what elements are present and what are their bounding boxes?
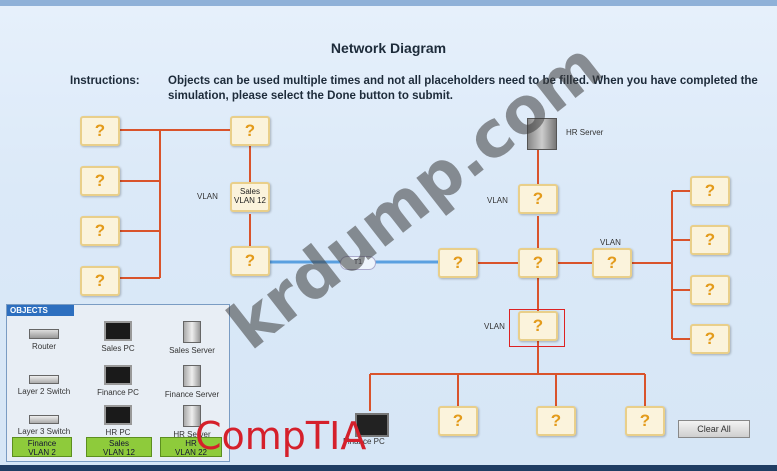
vlan-button-line1: Finance xyxy=(27,439,57,448)
vlan-label-right: VLAN xyxy=(600,238,621,247)
placeholder-left-2[interactable]: ? xyxy=(80,166,120,196)
connection-lines xyxy=(120,129,690,411)
placeholder-bottom-3[interactable]: ? xyxy=(625,406,665,436)
placeholder-center-right[interactable]: ? xyxy=(592,248,632,278)
switch-icon xyxy=(29,375,59,384)
object-hr-server[interactable]: HR Server xyxy=(157,405,227,439)
server-icon xyxy=(183,321,201,343)
placeholder-left-4[interactable]: ? xyxy=(80,266,120,296)
instructions-text: Objects can be used multiple times and n… xyxy=(168,75,758,102)
object-label: Layer 2 Switch xyxy=(17,387,71,396)
vlan-label-bottom: VLAN xyxy=(484,322,505,331)
placeholder-left-1[interactable]: ? xyxy=(80,116,120,146)
comptia-logo: CompTIA xyxy=(195,414,367,458)
placeholder-center-core[interactable]: ? xyxy=(518,248,558,278)
hr-server-icon xyxy=(527,118,557,150)
instructions-label: Instructions: xyxy=(70,75,140,87)
object-label: Sales PC xyxy=(101,344,135,353)
placeholder-center-top[interactable]: ? xyxy=(518,184,558,214)
vlan-button-line2: VLAN 2 xyxy=(28,448,56,457)
object-finance-pc[interactable]: Finance PC xyxy=(83,365,153,397)
server-icon xyxy=(183,405,201,427)
object-label: Finance Server xyxy=(164,390,220,399)
object-label: Finance PC xyxy=(97,388,139,397)
page-title: Network Diagram xyxy=(330,40,447,56)
placeholder-bottom-1[interactable]: ? xyxy=(438,406,478,436)
placeholder-bottom-2[interactable]: ? xyxy=(536,406,576,436)
vlan-label-top: VLAN xyxy=(487,196,508,205)
objects-palette: OBJECTS Router Sales PC Sales Server Lay… xyxy=(6,304,230,462)
placeholder-center-left[interactable]: ? xyxy=(438,248,478,278)
sales-vlan-box[interactable]: Sales VLAN 12 xyxy=(230,182,270,212)
pc-icon xyxy=(104,405,132,425)
object-layer2-switch[interactable]: Layer 2 Switch xyxy=(9,365,79,396)
object-hr-pc[interactable]: HR PC xyxy=(83,405,153,437)
pc-icon xyxy=(104,365,132,385)
object-label: Router xyxy=(31,342,56,351)
placeholder-right-2[interactable]: ? xyxy=(690,225,730,255)
hr-vlan-button[interactable]: HR VLAN 22 xyxy=(160,437,222,457)
pc-icon xyxy=(104,321,132,341)
sales-vlan-button[interactable]: Sales VLAN 12 xyxy=(86,437,152,457)
hr-server-label: HR Server xyxy=(566,128,604,137)
clear-all-button[interactable]: Clear All xyxy=(678,420,750,438)
wan-link: T1 xyxy=(340,256,376,270)
object-router[interactable]: Router xyxy=(9,321,79,351)
object-sales-server[interactable]: Sales Server xyxy=(157,321,227,355)
object-layer3-switch[interactable]: Layer 3 Switch xyxy=(9,405,79,436)
object-label: Layer 3 Switch xyxy=(17,427,71,436)
placeholder-right-1[interactable]: ? xyxy=(690,176,730,206)
selection-highlight xyxy=(509,309,565,347)
router-icon xyxy=(29,329,59,339)
object-label: HR PC xyxy=(105,428,131,437)
object-label: Sales Server xyxy=(169,346,215,355)
placeholder-left-3[interactable]: ? xyxy=(80,216,120,246)
finance-pc-label: Finance PC xyxy=(343,437,385,446)
object-label: HR Server xyxy=(173,430,211,439)
placeholder-left-top[interactable]: ? xyxy=(230,116,270,146)
placeholder-right-3[interactable]: ? xyxy=(690,275,730,305)
vlan-button-line2: VLAN 12 xyxy=(102,448,136,457)
finance-pc-icon xyxy=(355,413,389,437)
placeholder-right-4[interactable]: ? xyxy=(690,324,730,354)
objects-header: OBJECTS xyxy=(7,305,74,316)
vlan-button-line1: Sales xyxy=(108,439,129,448)
object-finance-server[interactable]: Finance Server xyxy=(157,365,227,399)
vlan-button-line1: HR xyxy=(185,439,197,448)
vlan-button-line2: VLAN 22 xyxy=(174,448,208,457)
placeholder-left-router[interactable]: ? xyxy=(230,246,270,276)
placeholder-center-bottom[interactable]: ? xyxy=(518,311,558,341)
vlan-label-left: VLAN xyxy=(197,192,218,201)
server-icon xyxy=(183,365,201,387)
finance-vlan-button[interactable]: Finance VLAN 2 xyxy=(12,437,72,457)
object-sales-pc[interactable]: Sales PC xyxy=(83,321,153,353)
switch-icon xyxy=(29,415,59,424)
